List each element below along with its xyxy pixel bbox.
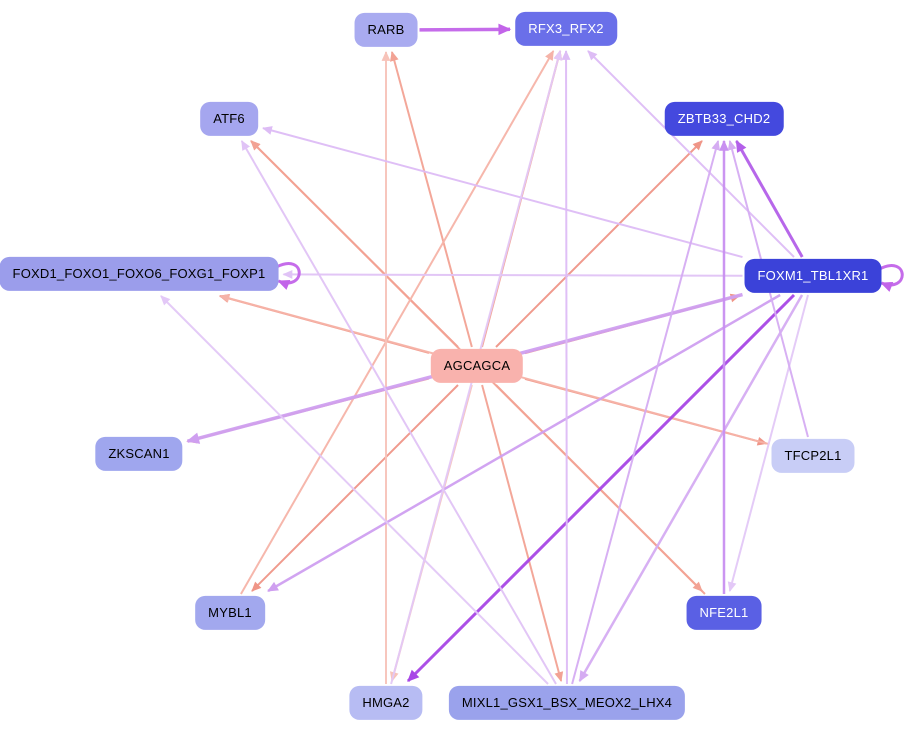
edge-FOXM1_TBL1XR1-to-ATF6 (262, 126, 743, 259)
edge-AGCAGCA-to-ZBTB33_CHD2 (495, 140, 703, 348)
edge-MIXL1_GSX1_BSX_MEOX2_LHX4-to-FOXD1_FOXO1_FOXO6_FOXG1_FOXP1 (160, 295, 549, 685)
node-RFX3_RFX2[interactable]: RFX3_RFX2 (515, 11, 617, 47)
edge-FOXM1_TBL1XR1-to-HMGA2 (406, 293, 796, 683)
node-label: HMGA2 (362, 694, 410, 710)
node-label: MYBL1 (208, 604, 252, 620)
edge-MYBL1-to-RFX3_RFX2 (240, 50, 555, 595)
node-TFCP2L1[interactable]: TFCP2L1 (771, 438, 855, 474)
node-AGCAGCA[interactable]: AGCAGCA (430, 348, 524, 384)
node-MYBL1[interactable]: MYBL1 (195, 595, 265, 631)
edge-MIXL1_GSX1_BSX_MEOX2_LHX4-to-ATF6 (240, 140, 557, 685)
node-label: TFCP2L1 (784, 447, 842, 463)
node-ZBTB33_CHD2[interactable]: ZBTB33_CHD2 (664, 101, 784, 137)
node-label: RFX3_RFX2 (528, 20, 604, 36)
node-label: FOXM1_TBL1XR1 (757, 267, 869, 283)
edge-FOXM1_TBL1XR1-to-MYBL1 (267, 293, 781, 593)
edge-RARB-to-RFX3_RFX2 (419, 23, 512, 36)
edge-FOXM1_TBL1XR1-to-ZBTB33_CHD2 (735, 139, 804, 258)
edge-MIXL1_GSX1_BSX_MEOX2_LHX4-to-RFX3_RFX2 (561, 50, 571, 685)
node-label: RARB (367, 21, 405, 37)
node-HMGA2[interactable]: HMGA2 (349, 685, 423, 721)
edge-FOXM1_TBL1XR1-to-FOXD1_FOXO1_FOXO6_FOXG1_FOXP1 (282, 270, 743, 279)
node-label: ZKSCAN1 (108, 445, 170, 461)
node-MIXL1_GSX1_BSX_MEOX2_LHX4[interactable]: MIXL1_GSX1_BSX_MEOX2_LHX4 (448, 685, 686, 721)
edge-FOXM1_TBL1XR1-to-RFX3_RFX2 (587, 50, 795, 258)
node-label: ATF6 (213, 110, 245, 126)
node-label: AGCAGCA (443, 357, 511, 373)
node-FOXD1_FOXO1_FOXO6_FOXG1_FOXP1[interactable]: FOXD1_FOXO1_FOXO6_FOXG1_FOXP1 (0, 256, 279, 292)
edge-AGCAGCA-to-MYBL1 (251, 384, 459, 592)
node-label: NFE2L1 (699, 604, 749, 620)
edge-FOXM1_TBL1XR1-to-FOXM1_TBL1XR1 (878, 264, 904, 292)
node-FOXM1_TBL1XR1[interactable]: FOXM1_TBL1XR1 (744, 258, 882, 294)
edge-MIXL1_GSX1_BSX_MEOX2_LHX4-to-ZBTB33_CHD2 (571, 140, 721, 685)
node-ATF6[interactable]: ATF6 (200, 101, 258, 137)
edge-AGCAGCA-to-RARB (390, 51, 473, 348)
node-label: ZBTB33_CHD2 (677, 110, 771, 126)
node-ZKSCAN1[interactable]: ZKSCAN1 (95, 436, 183, 472)
node-label: MIXL1_GSX1_BSX_MEOX2_LHX4 (461, 694, 673, 710)
edge-FOXD1_FOXO1_FOXO6_FOXG1_FOXP1-to-FOXD1_FOXO1_FOXO6_FOXG1_FOXP1 (275, 262, 301, 290)
node-RARB[interactable]: RARB (354, 12, 418, 48)
edge-FOXM1_TBL1XR1-to-NFE2L1 (727, 294, 809, 592)
edge-AGCAGCA-to-MIXL1_GSX1_BSX_MEOX2_LHX4 (481, 384, 564, 682)
edge-FOXM1_TBL1XR1-to-MIXL1_GSX1_BSX_MEOX2_LHX4 (578, 294, 804, 682)
node-label: FOXD1_FOXO1_FOXO6_FOXG1_FOXP1 (12, 265, 266, 281)
node-NFE2L1[interactable]: NFE2L1 (686, 595, 762, 631)
